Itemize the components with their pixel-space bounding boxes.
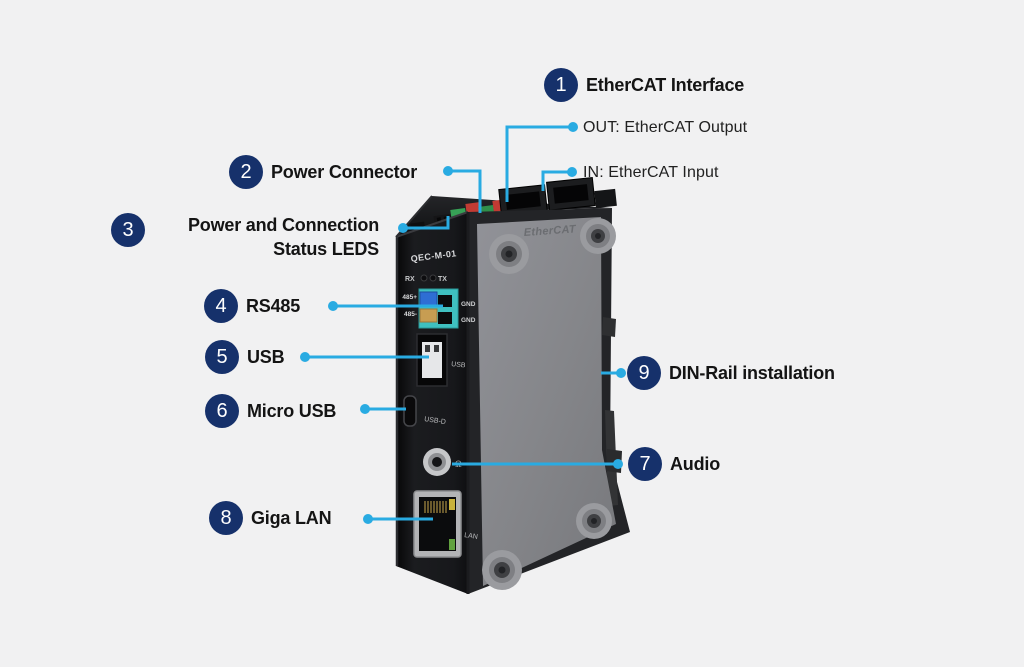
rs485-plus-label: 485+ xyxy=(402,294,417,301)
rx-label: RX xyxy=(405,276,415,283)
rs485-wire-yellow xyxy=(419,308,438,323)
leader-ethercat-in xyxy=(541,167,577,191)
callout-ethercat-interface: 1 EtherCAT Interface xyxy=(544,68,744,102)
callout-label-8: Giga LAN xyxy=(251,507,332,528)
leader-micro-usb xyxy=(360,404,406,414)
lan-led-yellow xyxy=(449,499,455,510)
callout-badge-8: 8 xyxy=(209,501,243,535)
leader-lines xyxy=(300,122,626,524)
leader-din-rail xyxy=(601,368,626,378)
leader-ethercat-out xyxy=(505,122,578,202)
callout-label-6: Micro USB xyxy=(247,400,337,421)
screw-boss-top-right xyxy=(580,218,616,254)
ethercat-in-port xyxy=(546,177,596,211)
usb-port: USB xyxy=(416,333,466,387)
rs485-terminal: 485+ 485- GND GND xyxy=(402,288,476,329)
callout-giga-lan: 8 Giga LAN xyxy=(209,501,332,535)
callout-label-4: RS485 xyxy=(246,295,301,316)
callout-usb: 5 USB xyxy=(205,340,285,374)
tx-label: TX xyxy=(438,276,447,283)
callout-micro-usb: 6 Micro USB xyxy=(205,394,336,428)
callout-badge-6: 6 xyxy=(205,394,239,428)
callout-label-7: Audio xyxy=(670,453,720,474)
screw-boss-bottom-left xyxy=(482,550,522,590)
callout-status-leds: 3 Power and Connection Status LEDS xyxy=(111,213,379,261)
leader-audio xyxy=(452,459,623,469)
gnd-bottom-label: GND xyxy=(461,317,476,324)
callout-label-9: DIN-Rail installation xyxy=(669,362,835,383)
ethercat-logo: EtherCAT xyxy=(523,223,577,239)
gnd-top-label: GND xyxy=(461,301,476,308)
leader-rs485 xyxy=(328,301,443,311)
screw-boss-bottom-right xyxy=(576,503,612,539)
callout-power-connector: 2 Power Connector xyxy=(229,155,417,189)
callout-label-1: EtherCAT Interface xyxy=(586,74,745,95)
callout-audio: 7 Audio xyxy=(628,447,720,481)
leader-power-connector xyxy=(443,166,482,213)
micro-usb-port: USB-D xyxy=(403,395,447,427)
callout-label-3: Power and Connection Status LEDS xyxy=(153,213,379,261)
lan-port: LAN xyxy=(413,490,478,558)
lan-label: LAN xyxy=(464,532,478,541)
micro-usb-label: USB-D xyxy=(424,416,447,426)
callout-badge-7: 7 xyxy=(628,447,662,481)
sublabel-ethercat-in: IN: EtherCAT Input xyxy=(583,164,719,181)
din-rail-clip xyxy=(602,317,622,506)
callout-badge-5: 5 xyxy=(205,340,239,374)
rear-top-connector xyxy=(594,188,617,208)
rs485-minus-label: 485- xyxy=(404,311,417,318)
sublabel-ethercat-out: OUT: EtherCAT Output xyxy=(583,119,748,136)
device-side-plate xyxy=(477,217,616,586)
lan-led-green xyxy=(449,539,455,550)
rs485-wire-blue xyxy=(419,291,438,306)
callout-label-2: Power Connector xyxy=(271,161,418,182)
callout-din-rail: 9 DIN-Rail installation xyxy=(627,356,835,390)
screw-boss-top-left xyxy=(489,234,529,274)
callout-label-5: USB xyxy=(247,346,285,367)
usb-label: USB xyxy=(451,361,466,370)
callout-badge-1: 1 xyxy=(544,68,578,102)
rx-tx-leds: RX TX xyxy=(405,274,447,283)
leader-giga-lan xyxy=(363,514,433,524)
callout-label-3-line1: Power and Connection xyxy=(187,215,379,235)
callout-rs485: 4 RS485 xyxy=(204,289,300,323)
callout-label-3-line2: Status LEDS xyxy=(273,239,379,259)
device-body: EtherCAT xyxy=(395,177,630,594)
callout-badge-2: 2 xyxy=(229,155,263,189)
leader-status-leds xyxy=(398,216,450,233)
callout-badge-9: 9 xyxy=(627,356,661,390)
callout-badge-3: 3 xyxy=(111,213,145,247)
callout-badge-4: 4 xyxy=(204,289,238,323)
leader-usb xyxy=(300,352,429,362)
